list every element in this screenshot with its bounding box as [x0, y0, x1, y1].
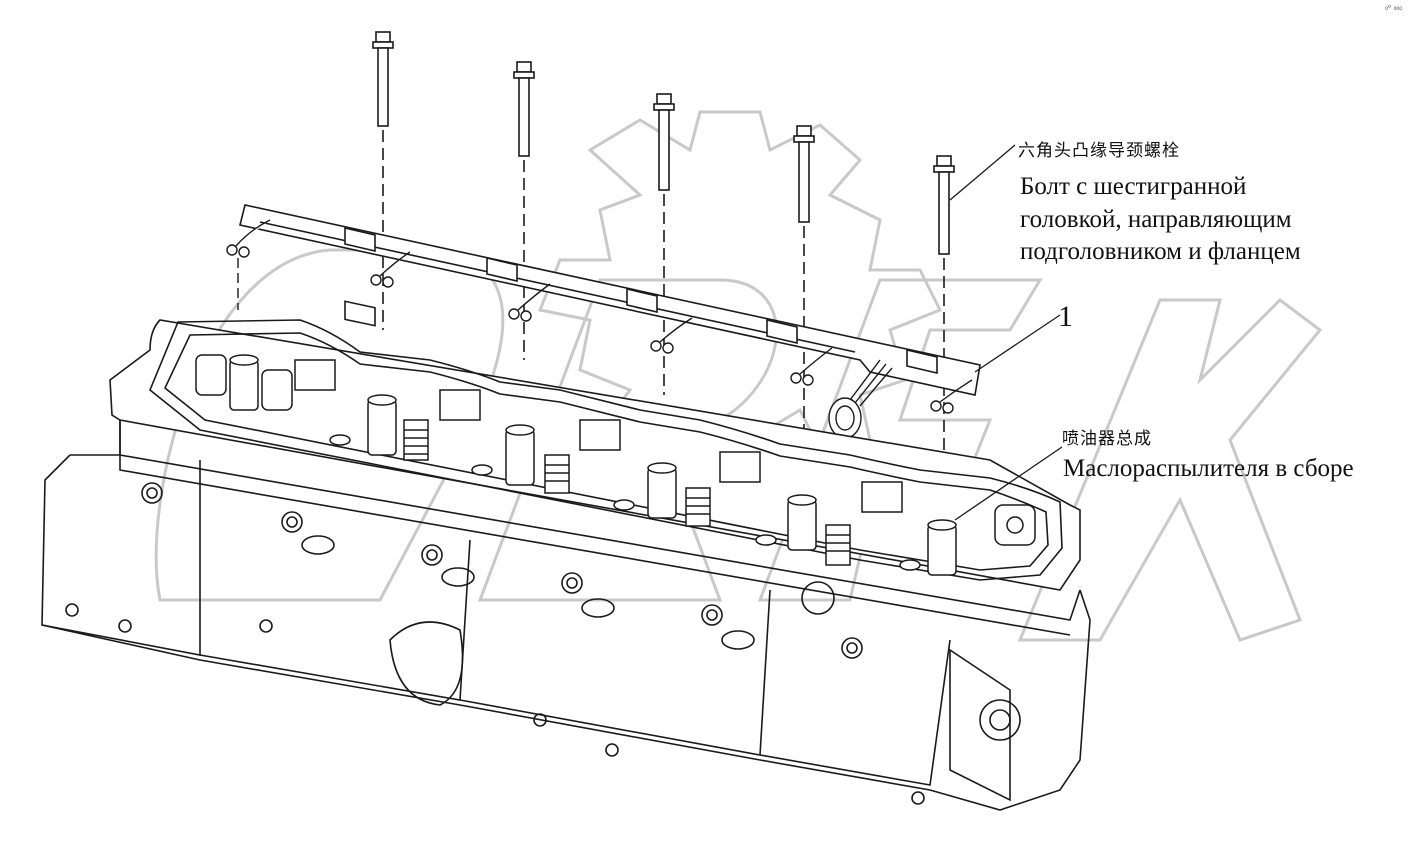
injector-label-ru: Маслораспылителя в сборе — [1063, 455, 1354, 482]
bolt-label-ru-line-2: головкой, направляющим — [1020, 206, 1292, 233]
ports — [65, 535, 1021, 805]
callout-number-1: 1 — [1058, 300, 1073, 333]
bolt-1 — [372, 31, 394, 330]
leader-lines — [949, 144, 1063, 521]
cylinder-head-top — [109, 319, 1081, 621]
bolt-3 — [653, 93, 675, 395]
bolt-label-ru-line-3: подголовником и фланцем — [1020, 238, 1301, 265]
harness-rail — [239, 204, 981, 396]
leader-injector — [954, 446, 1063, 521]
injector-assemblies — [195, 354, 1036, 576]
leader-bolt — [949, 144, 1016, 201]
bolt-label-ru-line-1: Болт с шестигранной — [1020, 173, 1247, 200]
bolt-5 — [933, 155, 955, 470]
bolt-label-cn: 六角头凸缘导颈螺栓 — [1018, 141, 1180, 161]
corner-mark: ₀ᴰ ₀₀₀ — [1385, 4, 1402, 12]
head-bolts — [141, 482, 863, 659]
injector-label-cn: 喷油器总成 — [1062, 429, 1152, 449]
bolts — [372, 31, 955, 470]
wire-connectors — [226, 219, 973, 439]
cylinder-head-body — [41, 420, 1091, 811]
bolt-2 — [513, 61, 535, 360]
leader-rail — [974, 314, 1061, 373]
